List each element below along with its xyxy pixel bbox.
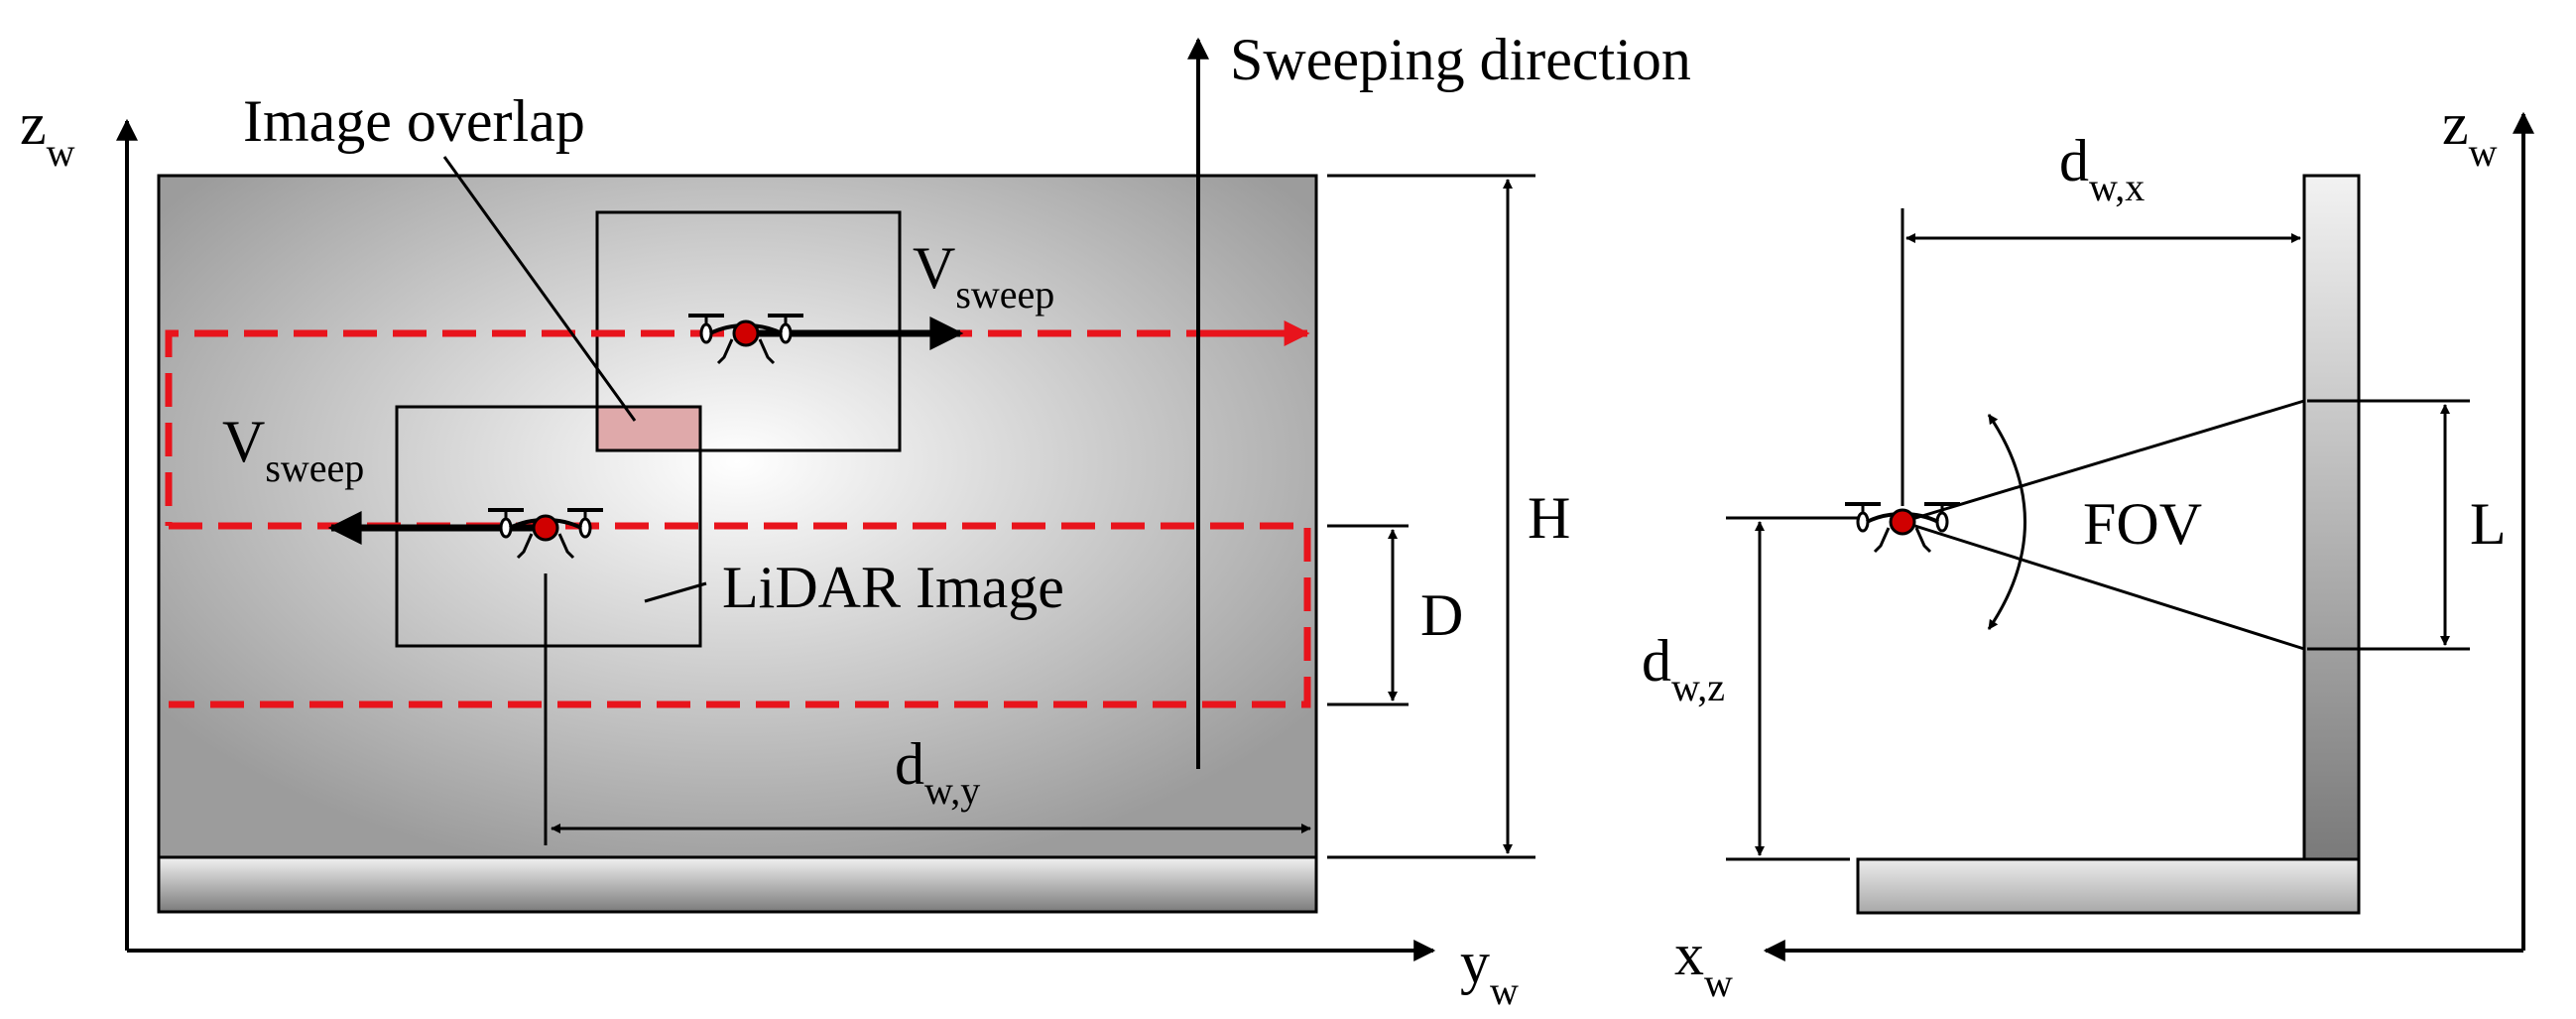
axis-label-zw-right: zw	[2442, 91, 2498, 175]
fov-arc	[1987, 414, 2026, 630]
label-fov: FOV	[2083, 491, 2202, 557]
fov-ray-upper	[1901, 399, 2305, 524]
label-sweeping-direction: Sweeping direction	[1230, 27, 1691, 92]
lidar-leader	[644, 581, 707, 603]
label-dwy: dw,y	[895, 731, 980, 813]
label-dwz: dw,z	[1642, 628, 1725, 709]
fov-ray-lower	[1901, 520, 2305, 651]
image-overlap-area	[595, 405, 702, 452]
axis-label-yw: yw	[1460, 930, 1519, 1013]
axis-label-xw: xw	[1674, 922, 1733, 1005]
label-l: L	[2470, 491, 2507, 557]
ground-slab-left	[157, 855, 1318, 914]
overlap-leader	[442, 156, 637, 422]
drone-icon-side	[1843, 502, 1962, 554]
axis-label-zw-left: zw	[20, 91, 75, 175]
label-lidar-image: LiDAR Image	[722, 555, 1064, 620]
label-image-overlap: Image overlap	[243, 88, 585, 154]
label-h: H	[1528, 485, 1570, 551]
label-d: D	[1420, 582, 1463, 648]
label-vsweep-lower: Vsweep	[222, 409, 364, 490]
ground-slab-right	[1856, 857, 2361, 915]
label-vsweep-upper: Vsweep	[913, 235, 1054, 317]
wall-section	[2302, 174, 2361, 861]
wall-facade	[157, 174, 1318, 859]
sweep-path-lower	[169, 522, 1311, 708]
label-dwx: dw,x	[2059, 128, 2145, 209]
